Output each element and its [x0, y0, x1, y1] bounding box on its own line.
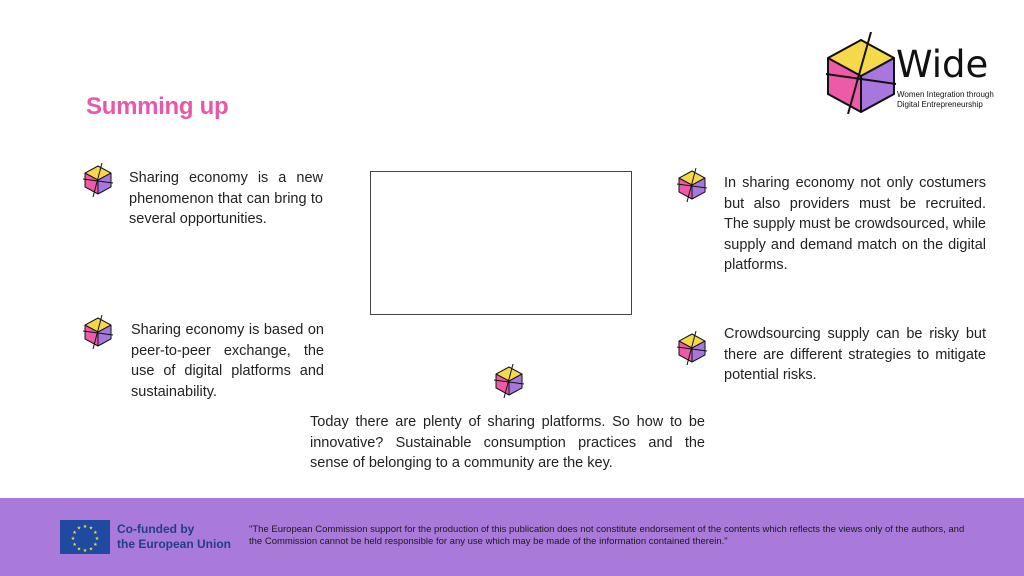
- svg-text:★: ★: [71, 536, 76, 542]
- hexagon-cube-icon: [677, 331, 707, 365]
- cofunded-label: Co-funded by the European Union: [117, 522, 231, 552]
- svg-text:★: ★: [89, 526, 94, 532]
- page-title: Summing up: [86, 93, 229, 120]
- svg-text:★: ★: [83, 548, 88, 554]
- placeholder-box: [370, 171, 632, 315]
- eu-flag-icon: ★ ★ ★ ★ ★ ★ ★ ★ ★ ★ ★ ★: [60, 520, 110, 554]
- hexagon-cube-icon: [83, 163, 113, 197]
- footer-bar: [0, 498, 1024, 576]
- bullet-text-peer-to-peer: Sharing economy is based on peer-to-peer…: [131, 322, 324, 400]
- wide-logo: Wide Women Integration through Digital E…: [825, 31, 996, 115]
- svg-text:★: ★: [93, 530, 98, 536]
- svg-text:★: ★: [77, 526, 82, 532]
- hexagon-cube-icon: [83, 315, 113, 349]
- bullet-text-risks: Crowdsourcing supply can be risky but th…: [724, 326, 986, 383]
- footer-disclaimer: "The European Commission support for the…: [249, 524, 965, 547]
- wide-logo-icon: [825, 31, 897, 115]
- svg-text:★: ★: [77, 546, 82, 552]
- hexagon-cube-icon: [494, 364, 524, 398]
- cofunded-line-1: Co-funded by: [117, 522, 195, 536]
- cofunded-line-2: the European Union: [117, 537, 231, 551]
- svg-text:★: ★: [83, 524, 88, 530]
- logo-subtitle: Women Integration through Digital Entrep…: [897, 90, 994, 109]
- svg-text:★: ★: [95, 536, 100, 542]
- bullet-text-providers: In sharing economy not only costumers bu…: [724, 175, 986, 273]
- svg-text:★: ★: [72, 530, 77, 536]
- svg-text:★: ★: [93, 542, 98, 548]
- svg-text:★: ★: [72, 542, 77, 548]
- svg-text:★: ★: [89, 546, 94, 552]
- bullet-text-opportunities: Sharing economy is a new phenomenon that…: [129, 170, 323, 227]
- bullet-text-innovation: Today there are plenty of sharing platfo…: [310, 414, 705, 471]
- logo-wordmark: Wide: [896, 43, 989, 86]
- hexagon-cube-icon: [677, 168, 707, 202]
